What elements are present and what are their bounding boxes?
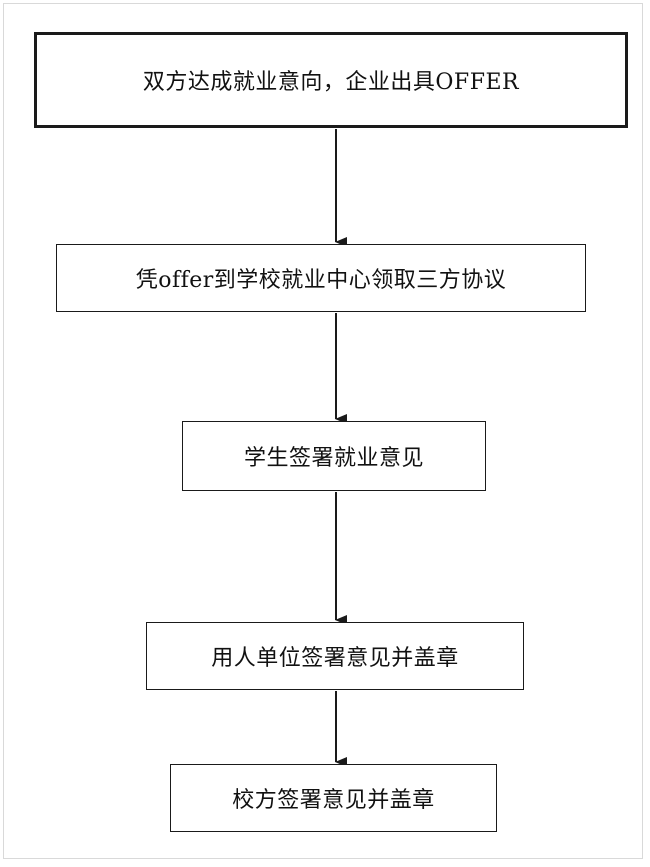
flow-step-label: 校方签署意见并盖章 <box>232 788 435 813</box>
flow-step-label: 凭offer到学校就业中心领取三方协议 <box>135 268 507 293</box>
flow-step-student-signs: 学生签署就业意见 <box>182 421 486 491</box>
flow-step-employer-signs: 用人单位签署意见并盖章 <box>146 622 524 690</box>
diagram-frame <box>3 3 643 859</box>
flow-step-collect-agreement: 凭offer到学校就业中心领取三方协议 <box>56 244 586 312</box>
flow-step-label: 学生签署就业意见 <box>243 446 424 471</box>
flow-step-offer-issued: 双方达成就业意向，企业出具OFFER <box>34 32 628 128</box>
flow-step-label: 双方达成就业意向，企业出具OFFER <box>142 70 520 95</box>
flow-step-label: 用人单位签署意见并盖章 <box>211 646 459 671</box>
flow-step-school-signs: 校方签署意见并盖章 <box>170 764 497 832</box>
